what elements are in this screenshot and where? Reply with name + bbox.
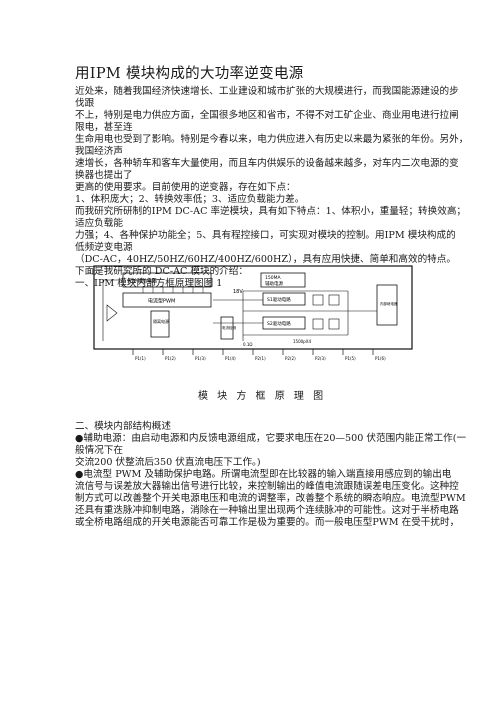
section-line: 流信号与误差放大器输出信号进行比较，来控制输出的峰值电流跟随误差电压变化。这种控	[75, 481, 459, 492]
intro-line: 我国经济声	[75, 146, 123, 157]
intro-line: 换器也提出了	[75, 170, 133, 181]
protect-label: 保护辅助电路	[127, 278, 157, 285]
document-title: 用IPM 模块构成的大功率逆变电源	[75, 66, 304, 82]
section-line: 二、模块内部结构概述	[75, 421, 171, 432]
pin-label: P1(1)	[135, 356, 146, 361]
relay-label: 内部继电器	[380, 301, 398, 306]
intro-line: 下面是我研究所的 DC-AC 模块的介绍：	[75, 266, 248, 277]
intro-line: 低频逆变电源	[75, 242, 133, 253]
aux-supply-label-b: 辅助电源	[265, 280, 283, 287]
section-line: 般情况下在	[75, 445, 123, 456]
intro-line: 生命用电也受到了影响。特别是今春以来，电力供应进入有历史以来最为紧张的年份。另外…	[75, 134, 469, 145]
section-line: 或全桥电路组成的开关电源能否可靠工作是极为重要的。而一般电压型PWM 在受干扰时…	[75, 517, 460, 528]
current-detect-block	[220, 316, 234, 340]
intro-line: （DC-AC，40HZ/50HZ/60HZ/400HZ/600HZ），具有应用快…	[75, 254, 456, 265]
section-line: ●电流型 PWM 及辅助保护电路。所谓电流型即在比较器的输入端直接用感应到的输出…	[75, 469, 452, 480]
intro-line: 适应负载能	[75, 218, 123, 229]
intro-line: 不上，特别是电力供应方面，全国很多地区和省市，不得不对工矿企业、商业用电进行拉闸	[75, 110, 459, 121]
module-block-diagram: 保护辅助电路 电流型PWM 隔离电源 电流检测 150MA 辅助电源 18V S…	[93, 265, 413, 361]
pin-label: P1(3)	[195, 356, 206, 361]
section-paragraph: 二、模块内部结构概述 ●辅助电源：由启动电源和内反馈电源组成，它要求电压在20—…	[75, 421, 467, 529]
intro-line: 伐跟	[75, 98, 95, 109]
intro-line: 一、IPM 模块内部方框原理图图 1	[75, 278, 223, 289]
pin-label: P2(2)	[285, 356, 296, 361]
intro-line: 而我研究所研制的IPM DC-AC 率逆模块，具有如下特点：1、体积小，重量轻；…	[75, 206, 467, 217]
s2-drive-label: S2驱动电路	[267, 320, 291, 327]
pin-label: P2(3)	[315, 356, 326, 361]
s1-drive-block	[262, 292, 306, 306]
isolation-block	[150, 310, 170, 338]
intro-paragraph: 近处来，随着我国经济快速增长、工业建设和城市扩张的大规模进行，而我国能源建设的步…	[75, 86, 469, 290]
pwm-block	[122, 292, 212, 308]
switch-transistors	[213, 290, 349, 341]
section-line: 交流200 伏整流后350 伏直流电压下工作。)	[75, 457, 261, 468]
aux-supply-label-a: 150MA	[265, 275, 281, 281]
aux-supply-block	[260, 272, 306, 288]
v18-label: 18V	[233, 289, 243, 295]
intro-line: 力强；4、各种保护功能全；5、具有程控接口，可实现对模块的控制。用IPM 模块构…	[75, 230, 456, 241]
section-line: 还具有重迭脉冲抑制电路，消除在一种输出里出现两个连续脉冲的可能性。这对于半桥电路	[75, 505, 459, 516]
intro-line: 更高的使用要求。目前使用的逆变器，存在如下点：	[75, 182, 296, 193]
pin-label: P1(5)	[345, 356, 356, 361]
intro-line: 1、体积庞大；2、转换效率低；3、适应负载能力差。	[75, 194, 305, 205]
intro-line: 近处来，随着我国经济快速增长、工业建设和城市扩张的大规模进行，而我国能源建设的步	[75, 86, 459, 97]
intro-line: 限电，甚至连	[75, 122, 133, 133]
relay-block	[376, 284, 398, 326]
section-line: 制方式可以改善整个开关电源电压和电流的调整率，改善整个系统的瞬态响应。电流型PW…	[75, 493, 466, 504]
capacitor-label: 1500pX4	[293, 339, 311, 344]
pwm-label: 电流型PWM	[148, 298, 175, 305]
pin-label: P2(1)	[255, 356, 266, 361]
resistor-label: 0.1Ω	[243, 342, 252, 347]
s1-drive-label: S1驱动电路	[267, 296, 291, 303]
pin-label: P1(2)	[165, 356, 176, 361]
section-line: ●辅助电源：由启动电源和内反馈电源组成，它要求电压在20—500 伏范围内能正常…	[75, 433, 467, 444]
intro-line: 速增长，各种轿车和客车大量使用，而且车内供娱乐的设备越来越多，对车内二次电源的变	[75, 158, 459, 169]
pin-label: P1(4)	[225, 356, 236, 361]
pin-label: P1(6)	[375, 356, 386, 361]
isolation-label: 隔离电源	[153, 318, 169, 324]
current-detect-label: 电流检测	[222, 325, 236, 330]
pin-group: P1(1) P1(2) P1(3) P1(4) P2(1) P2(2) P2(3) P1(5)…	[132, 349, 386, 361]
figure-caption: 模 块 方 框 原 理 图	[198, 391, 327, 402]
